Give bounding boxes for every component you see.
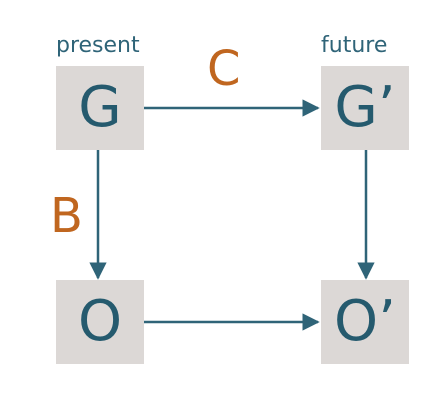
node-g-prime-label: G’ xyxy=(334,75,396,140)
present-label: present xyxy=(56,33,140,58)
node-g-prime: G’ xyxy=(321,66,409,150)
node-g: G xyxy=(56,66,144,150)
node-o-prime-label: O’ xyxy=(334,289,396,354)
edge-label-b: B xyxy=(50,188,83,244)
node-o-label: O xyxy=(77,289,123,354)
node-g-label: G xyxy=(78,75,122,140)
node-o: O xyxy=(56,280,144,364)
edge-label-c: C xyxy=(207,41,241,97)
node-o-prime: O’ xyxy=(321,280,409,364)
future-label: future xyxy=(321,33,388,58)
